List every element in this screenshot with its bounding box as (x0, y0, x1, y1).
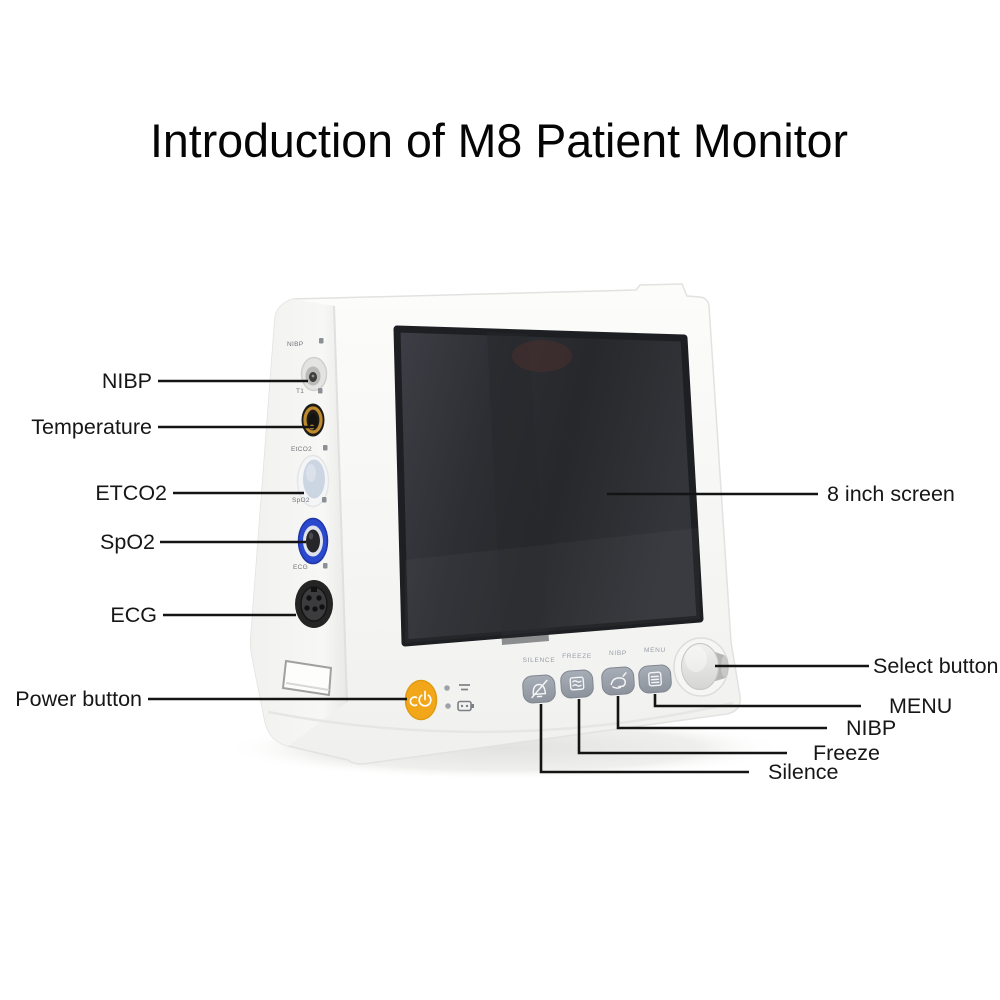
nibp-cuff-icon (610, 672, 627, 689)
battery-slot (281, 659, 333, 697)
connector-panel: NIBP T1 EtCO2 (281, 338, 333, 697)
freeze-icon (569, 676, 585, 691)
menu-icon (647, 671, 663, 687)
nibp-port-label: NIBP (287, 341, 303, 348)
callout-menu: MENU (889, 694, 952, 718)
monitor-side-panel (250, 299, 347, 746)
ecg-port-label: ECG (293, 564, 308, 571)
silence-button (522, 674, 556, 704)
spo2-port-label: SpO2 (292, 497, 310, 504)
etco2-port-label: EtCO2 (291, 446, 312, 453)
t1-port-label: T1 (296, 388, 304, 395)
status-indicators (444, 684, 474, 712)
screen-8-inch (393, 325, 704, 647)
ecg-port (295, 580, 333, 628)
callout-silence: Silence (768, 760, 839, 784)
silence-button-label: SILENCE (523, 657, 556, 664)
callout-freeze: Freeze (813, 741, 880, 765)
menu-button-label: MENU (644, 647, 666, 654)
nibp-port (300, 356, 328, 392)
ac-power-led (444, 685, 450, 691)
freeze-button (560, 669, 594, 699)
port-indicator-icon (323, 563, 328, 569)
callout-ecg: ECG (110, 603, 157, 627)
screen-reflection-band (487, 332, 549, 645)
ac-power-icon (459, 684, 470, 691)
page-title: Introduction of M8 Patient Monitor (150, 114, 848, 167)
nibp-button-leader-line (616, 696, 827, 730)
screen-red-reflection (512, 340, 572, 372)
battery-led (445, 703, 451, 709)
power-button (404, 679, 438, 721)
patient-monitor-device: NIBP T1 EtCO2 (249, 283, 741, 765)
spo2-port (297, 517, 329, 565)
nibp-button (601, 666, 635, 696)
callout-screen: 8 inch screen (827, 482, 955, 506)
callout-spo2: SpO2 (100, 530, 155, 554)
freeze-button-label: FREEZE (562, 653, 592, 660)
port-indicator-icon (322, 497, 327, 503)
front-button-row: SILENCE FREEZE NIBP (522, 647, 672, 704)
temperature-port (301, 403, 325, 437)
power-icon (409, 690, 432, 707)
port-indicator-icon (318, 388, 323, 394)
callout-nibp-button: NIBP (846, 716, 896, 740)
callout-select-button: Select button (873, 654, 999, 678)
callout-temperature: Temperature (31, 415, 152, 439)
menu-leader-line (653, 694, 861, 708)
battery-slot-shade (285, 682, 330, 691)
nibp-button-label: NIBP (609, 650, 627, 657)
callout-power-button: Power button (15, 687, 142, 711)
menu-button (638, 664, 672, 694)
port-indicator-icon (319, 338, 324, 344)
etco2-port (296, 454, 330, 508)
port-indicator-icon (323, 445, 328, 451)
silence-leader-line (539, 704, 749, 774)
callout-nibp: NIBP (102, 369, 152, 393)
freeze-leader-line (577, 699, 787, 755)
callout-etco2: ETCO2 (95, 481, 167, 505)
panel-seam (333, 305, 348, 703)
ecg-key-notch (311, 587, 317, 592)
callout-annotations: NIBP Temperature ETCO2 SpO2 ECG Power bu… (15, 369, 998, 784)
silence-bell-icon (531, 679, 548, 699)
base-seam (267, 701, 734, 734)
battery-icon (457, 700, 474, 712)
